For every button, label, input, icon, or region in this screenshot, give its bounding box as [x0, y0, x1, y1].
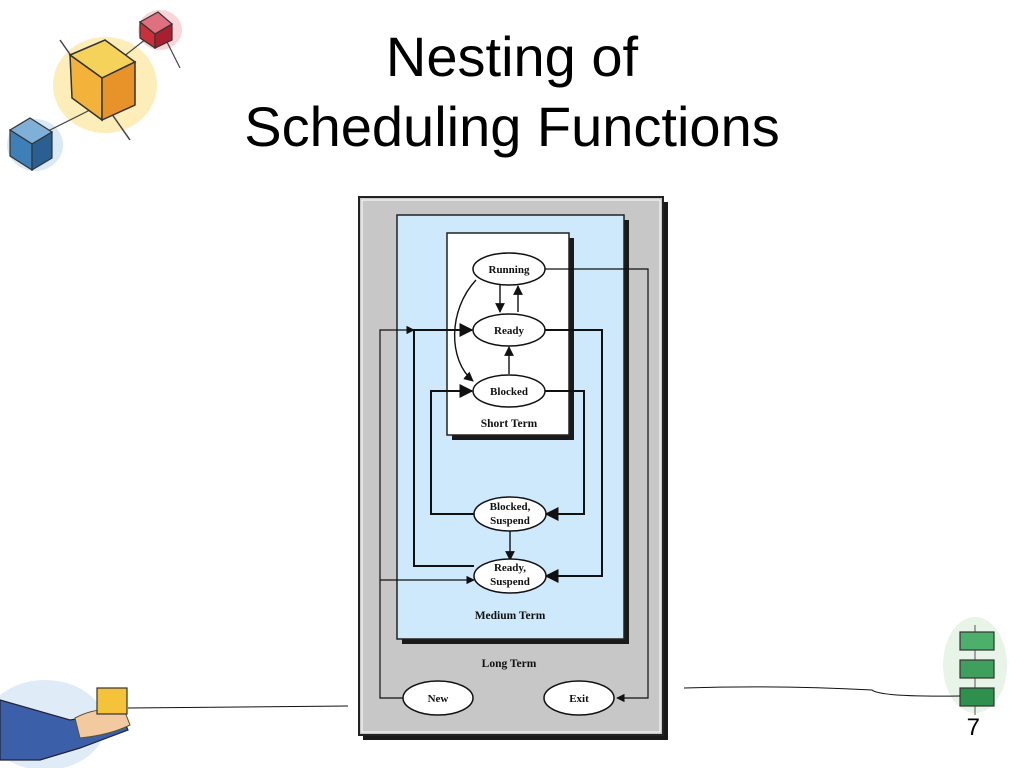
node-blocked-label: Blocked — [490, 386, 528, 398]
short-term-label: Short Term — [481, 418, 538, 430]
node-blocked-suspend: Blocked, Suspend — [473, 496, 547, 532]
node-blocked-suspend-line1: Blocked, — [490, 501, 531, 513]
transition-arrows — [379, 268, 649, 703]
stacked-boxes-illustration — [683, 617, 1007, 715]
title-line-2: Scheduling Functions — [244, 95, 780, 158]
node-ready-label: Ready — [494, 325, 524, 337]
node-blocked: Blocked — [472, 374, 546, 408]
node-ready: Ready — [472, 313, 546, 347]
page-number: 7 — [966, 714, 980, 741]
node-exit: Exit — [543, 680, 615, 716]
node-new: New — [402, 680, 474, 716]
slide-title: Nesting of Scheduling Functions — [0, 22, 1024, 162]
node-blocked-suspend-line2: Suspend — [490, 515, 530, 527]
title-line-1: Nesting of — [385, 25, 639, 88]
node-running-label: Running — [489, 264, 530, 276]
node-ready-suspend: Ready, Suspend — [473, 558, 547, 594]
medium-term-label: Medium Term — [475, 610, 546, 622]
hand-holding-box-illustration — [0, 680, 349, 768]
node-exit-label: Exit — [569, 693, 589, 705]
cubes-illustration — [7, 10, 182, 172]
node-ready-suspend-line2: Suspend — [490, 576, 530, 588]
node-ready-suspend-line1: Ready, — [494, 562, 526, 574]
node-running: Running — [472, 252, 546, 286]
long-term-label: Long Term — [482, 658, 537, 670]
node-new-label: New — [428, 693, 449, 705]
